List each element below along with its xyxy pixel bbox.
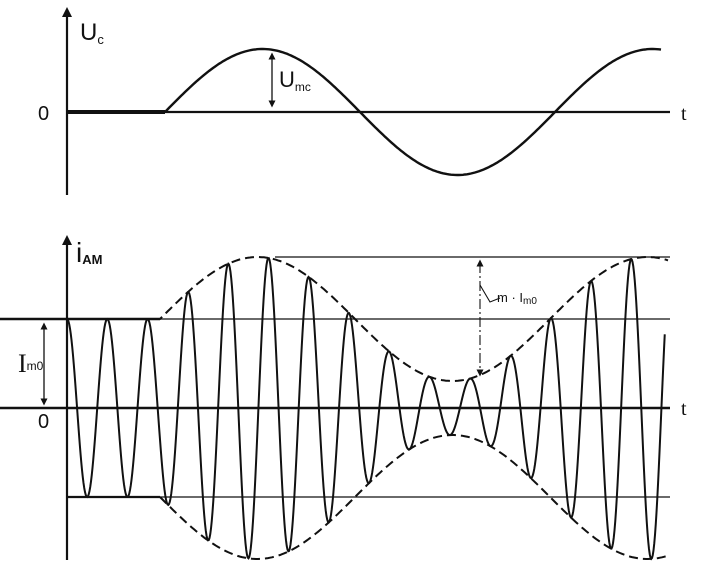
bottom-y-label: iAM (76, 237, 102, 268)
im0-label: Im0 (18, 349, 44, 378)
umc-label: Umc (279, 67, 311, 94)
am-signal-curve (66, 256, 666, 561)
mim0-label: m · Im0 (497, 290, 537, 307)
upper-envelope (0, 256, 669, 382)
modulating-signal-curve (164, 47, 662, 177)
lower-envelope (159, 434, 669, 560)
top-zero-label: 0 (38, 103, 49, 125)
bottom-zero-label: 0 (38, 411, 49, 433)
bottom-x-label: t (681, 398, 687, 420)
top-y-label: Uc (80, 19, 104, 47)
top-x-label: t (681, 103, 687, 125)
mim0-leader (479, 284, 501, 303)
